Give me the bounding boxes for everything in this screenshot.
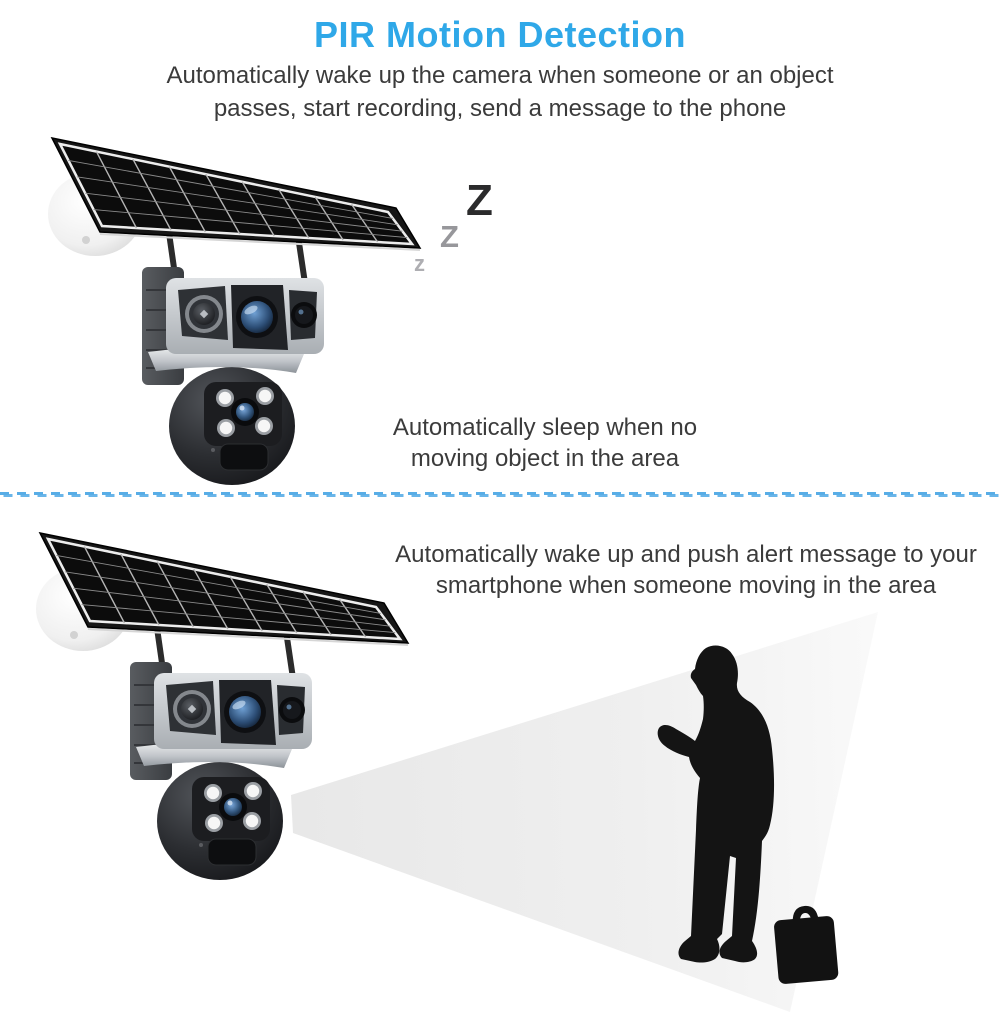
page-title: PIR Motion Detection xyxy=(314,14,686,55)
wake-caption-line-1: Automatically wake up and push alert mes… xyxy=(395,541,977,568)
zzz-large-z: Z xyxy=(466,176,493,225)
detection-scene xyxy=(291,612,878,1012)
dashed-section-divider xyxy=(0,492,1000,498)
sleep-caption: Automatically sleep when no moving object… xyxy=(330,412,760,474)
sleep-caption-line-2: moving object in the area xyxy=(410,445,680,472)
subtitle-line-2: passes, start recording, send a message … xyxy=(213,95,787,122)
sleep-caption-line-1: Automatically sleep when no xyxy=(392,414,698,441)
subtitle-line-1: Automatically wake up the camera when so… xyxy=(166,62,834,89)
solar-camera-detecting-illustration xyxy=(8,505,448,905)
wake-caption: Automatically wake up and push alert mes… xyxy=(372,539,1000,601)
zzz-medium-z: Z xyxy=(440,219,459,254)
page-subtitle: Automatically wake up the camera when so… xyxy=(0,59,1000,125)
briefcase-silhouette xyxy=(774,905,839,984)
wake-caption-line-2: smartphone when someone moving in the ar… xyxy=(435,572,937,599)
zzz-small-z: z xyxy=(414,251,425,276)
man-with-phone-silhouette xyxy=(657,645,775,963)
